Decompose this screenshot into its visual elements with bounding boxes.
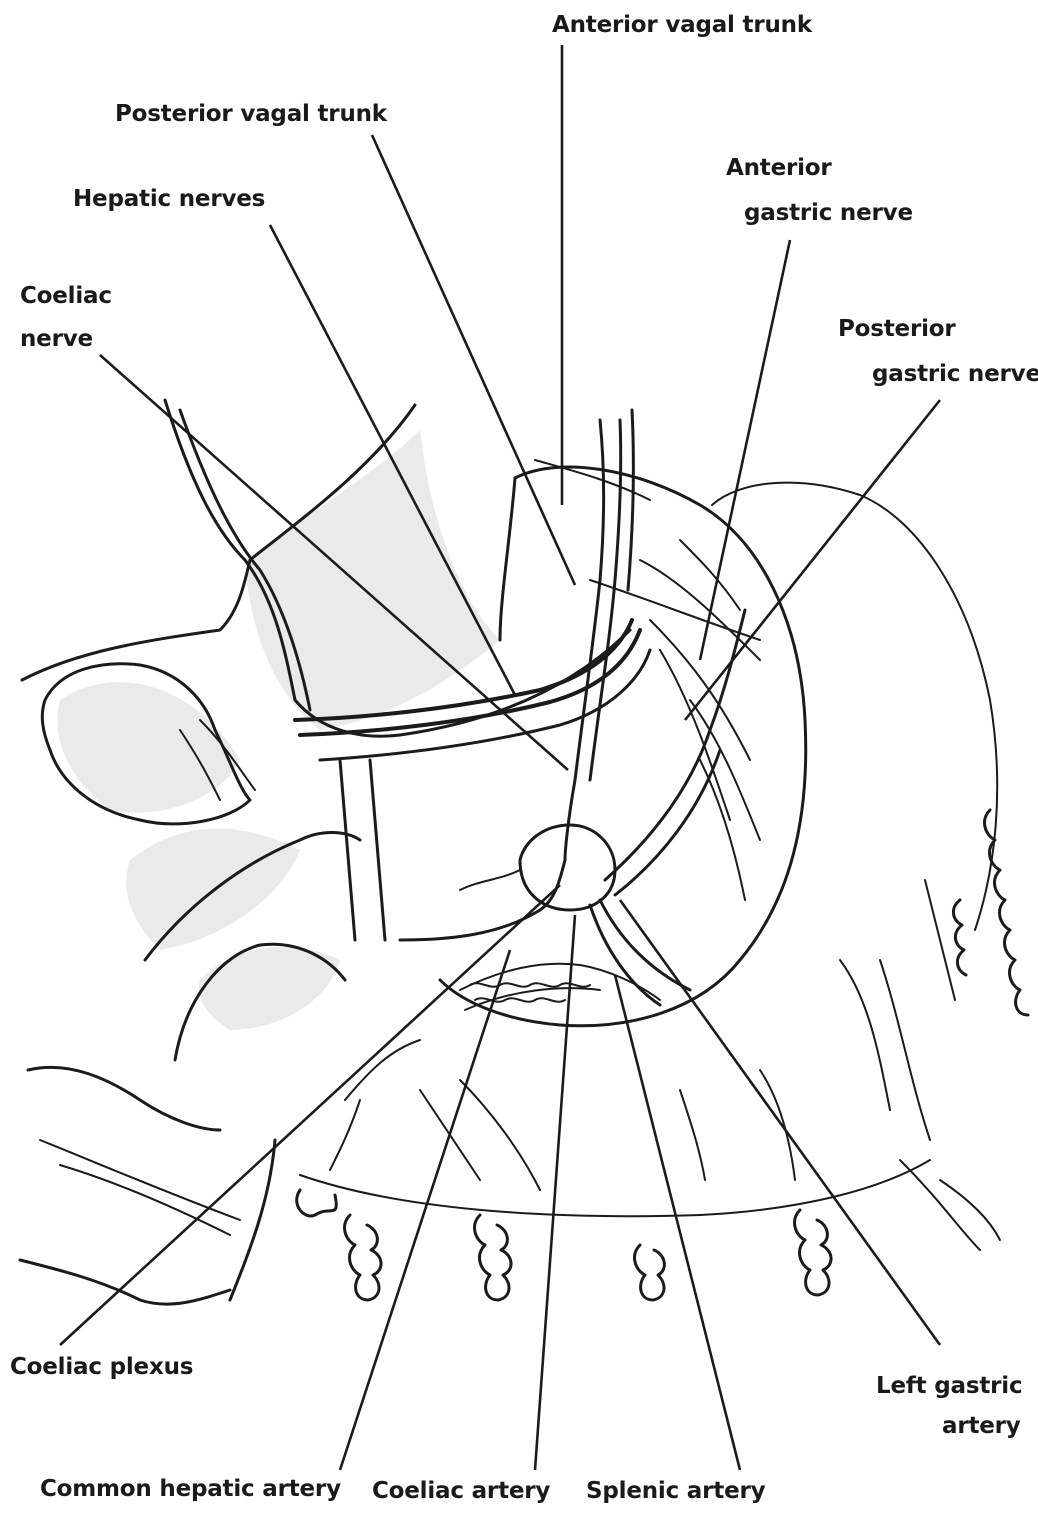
label-splenic-artery: Splenic artery: [586, 1480, 765, 1503]
label-anterior-gastric-nerve-line1: Anterior: [726, 157, 832, 180]
leader-splenic-artery: [615, 975, 740, 1470]
leader-left-gastric-artery: [620, 900, 940, 1345]
label-left-gastric-artery-line2: artery: [942, 1415, 1021, 1438]
label-posterior-gastric-nerve-line2: gastric nerve: [872, 363, 1038, 386]
label-coeliac-nerve-line2: nerve: [20, 328, 93, 351]
label-hepatic-nerves: Hepatic nerves: [73, 188, 265, 211]
coeliac-region: [460, 825, 660, 1010]
label-common-hepatic-artery: Common hepatic artery: [40, 1478, 341, 1501]
label-posterior-gastric-nerve-line1: Posterior: [838, 318, 956, 341]
label-anterior-gastric-nerve-line2: gastric nerve: [744, 202, 913, 225]
label-posterior-vagal-trunk: Posterior vagal trunk: [115, 103, 387, 126]
label-coeliac-artery: Coeliac artery: [372, 1480, 550, 1503]
label-anterior-vagal-trunk: Anterior vagal trunk: [552, 14, 812, 37]
label-left-gastric-artery-line1: Left gastric: [876, 1375, 1022, 1398]
leader-posterior-gastric-nerve: [685, 400, 940, 720]
omentum-appendages: [297, 810, 1028, 1300]
label-coeliac-nerve-line1: Coeliac: [20, 285, 112, 308]
omentum-branches: [300, 880, 1000, 1250]
stomach-outline: [440, 460, 997, 1026]
label-coeliac-plexus: Coeliac plexus: [10, 1356, 193, 1379]
